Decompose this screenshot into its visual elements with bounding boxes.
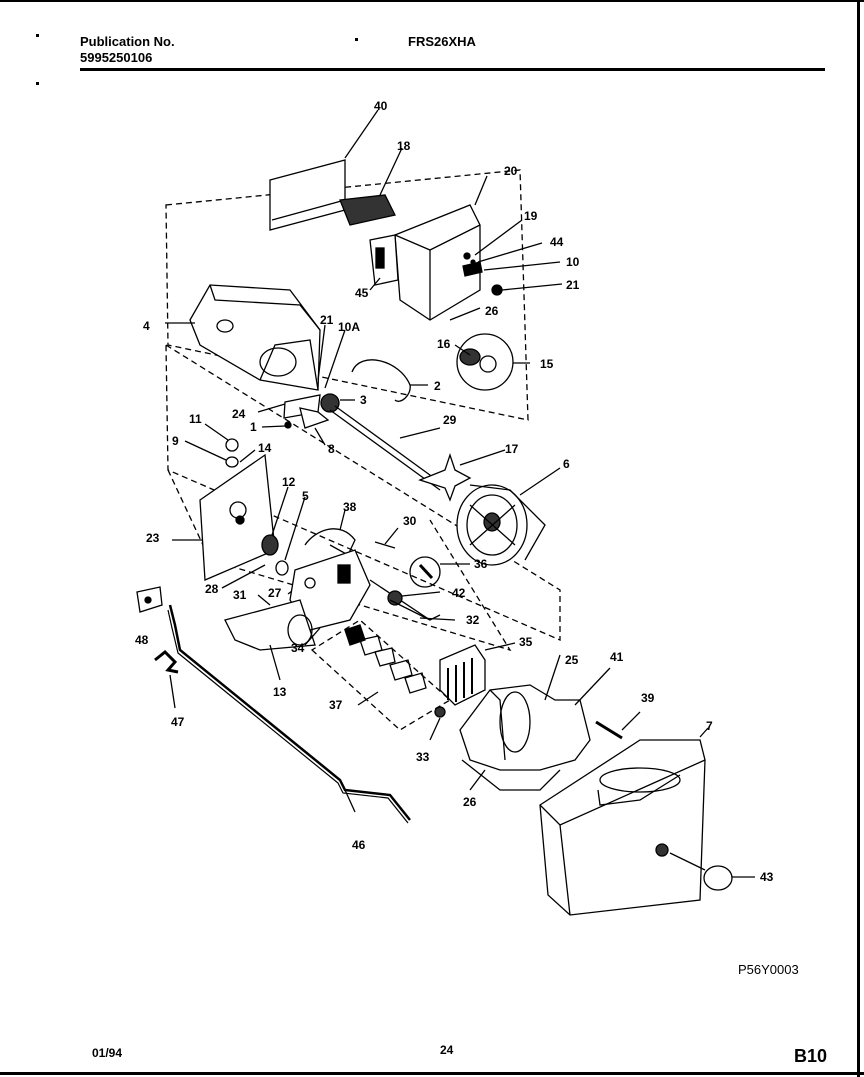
callout-label: 38 [343,500,357,514]
part-4-bucket-body [189,284,321,391]
part-13-lever [224,599,316,651]
part-20-housing [394,204,481,321]
part-35-connector [439,644,486,706]
callout-label: 40 [374,99,388,113]
callout-label: 25 [565,653,579,667]
callout-label: 26 [463,795,477,809]
callout-label: 30 [403,514,417,528]
part-18-heater [339,194,396,226]
callout-label: 11 [189,412,202,426]
callout-label: 16 [437,337,451,351]
callout-label: 3 [360,393,367,407]
callout-label: 34 [291,641,305,655]
callout-label: 6 [563,457,570,471]
callout-label: 1 [250,420,257,434]
callout-label: 45 [355,286,369,300]
part-46-rod [168,604,411,821]
callout-label: 24 [232,407,246,421]
publication-label: Publication No. [80,34,175,49]
callout-label: 7 [706,719,713,733]
callout-label: 21 [566,278,580,292]
callout-label: 27 [268,586,282,600]
callout-label: 23 [146,531,160,545]
callout-label: 32 [466,613,480,627]
part-38-spring [304,528,356,556]
callout-label: 43 [760,870,774,884]
publication-number: 5995250106 [80,50,153,65]
dashed-outline-37 [310,619,452,731]
callout-label: 31 [233,588,247,602]
model-number: FRS26XHA [408,34,476,49]
callout-label: 15 [540,357,554,371]
callout-label: 8 [328,442,335,456]
drawing-code: P56Y0003 [738,962,799,977]
right-border [857,0,860,1077]
callout-label: 37 [329,698,343,712]
callout-label: 28 [205,582,219,596]
callout-label: 18 [397,139,411,153]
callout-label: 4 [143,319,150,333]
callout-label: 12 [282,475,296,489]
part-7-cover [539,739,706,916]
footer-page-code: B10 [794,1046,828,1066]
part-40-plate [269,159,346,231]
callout-label: 9 [172,434,179,448]
part-29-shaft [329,409,441,491]
callout-label: 19 [524,209,538,223]
part-36-disk [409,556,441,588]
callout-label: 21 [320,313,334,327]
header-rule [80,68,825,71]
part-43-knob [703,865,733,891]
callout-label: 29 [443,413,457,427]
part-25-housing [459,684,591,771]
part-15-lamp [456,333,514,391]
callout-label: 20 [504,164,518,178]
callout-label: 44 [550,235,564,249]
callout-label: 13 [273,685,287,699]
part-2-wire [351,359,411,402]
callout-label: 14 [258,441,272,455]
footer-date: 01/94 [92,1046,123,1060]
registration-dot [36,82,39,85]
callout-label: 41 [610,650,624,664]
callout-label: 5 [302,489,309,503]
callout-label: 10 [566,255,580,269]
callout-label: 46 [352,838,366,852]
callout-label: 26 [485,304,499,318]
callout-label: 39 [641,691,655,705]
top-border [0,0,864,2]
dashed-outline-lower [167,469,512,652]
footer-page-number: 24 [440,1043,454,1057]
callout-label: 17 [505,442,519,456]
dashed-outline-middle [165,343,561,641]
bottom-border [0,1072,864,1075]
callout-label: 2 [434,379,441,393]
part-47-spring [154,649,179,674]
callout-label: 48 [135,633,149,647]
callout-label: 33 [416,750,430,764]
callout-label: 42 [452,586,466,600]
callout-label: 35 [519,635,533,649]
registration-dot [355,38,358,41]
dashed-outline-upper [165,169,529,421]
callout-label: 10A [338,320,360,334]
registration-dot [36,34,39,37]
part-17-blade [418,452,472,502]
callout-label: 47 [171,715,185,729]
callout-label: 36 [474,557,488,571]
